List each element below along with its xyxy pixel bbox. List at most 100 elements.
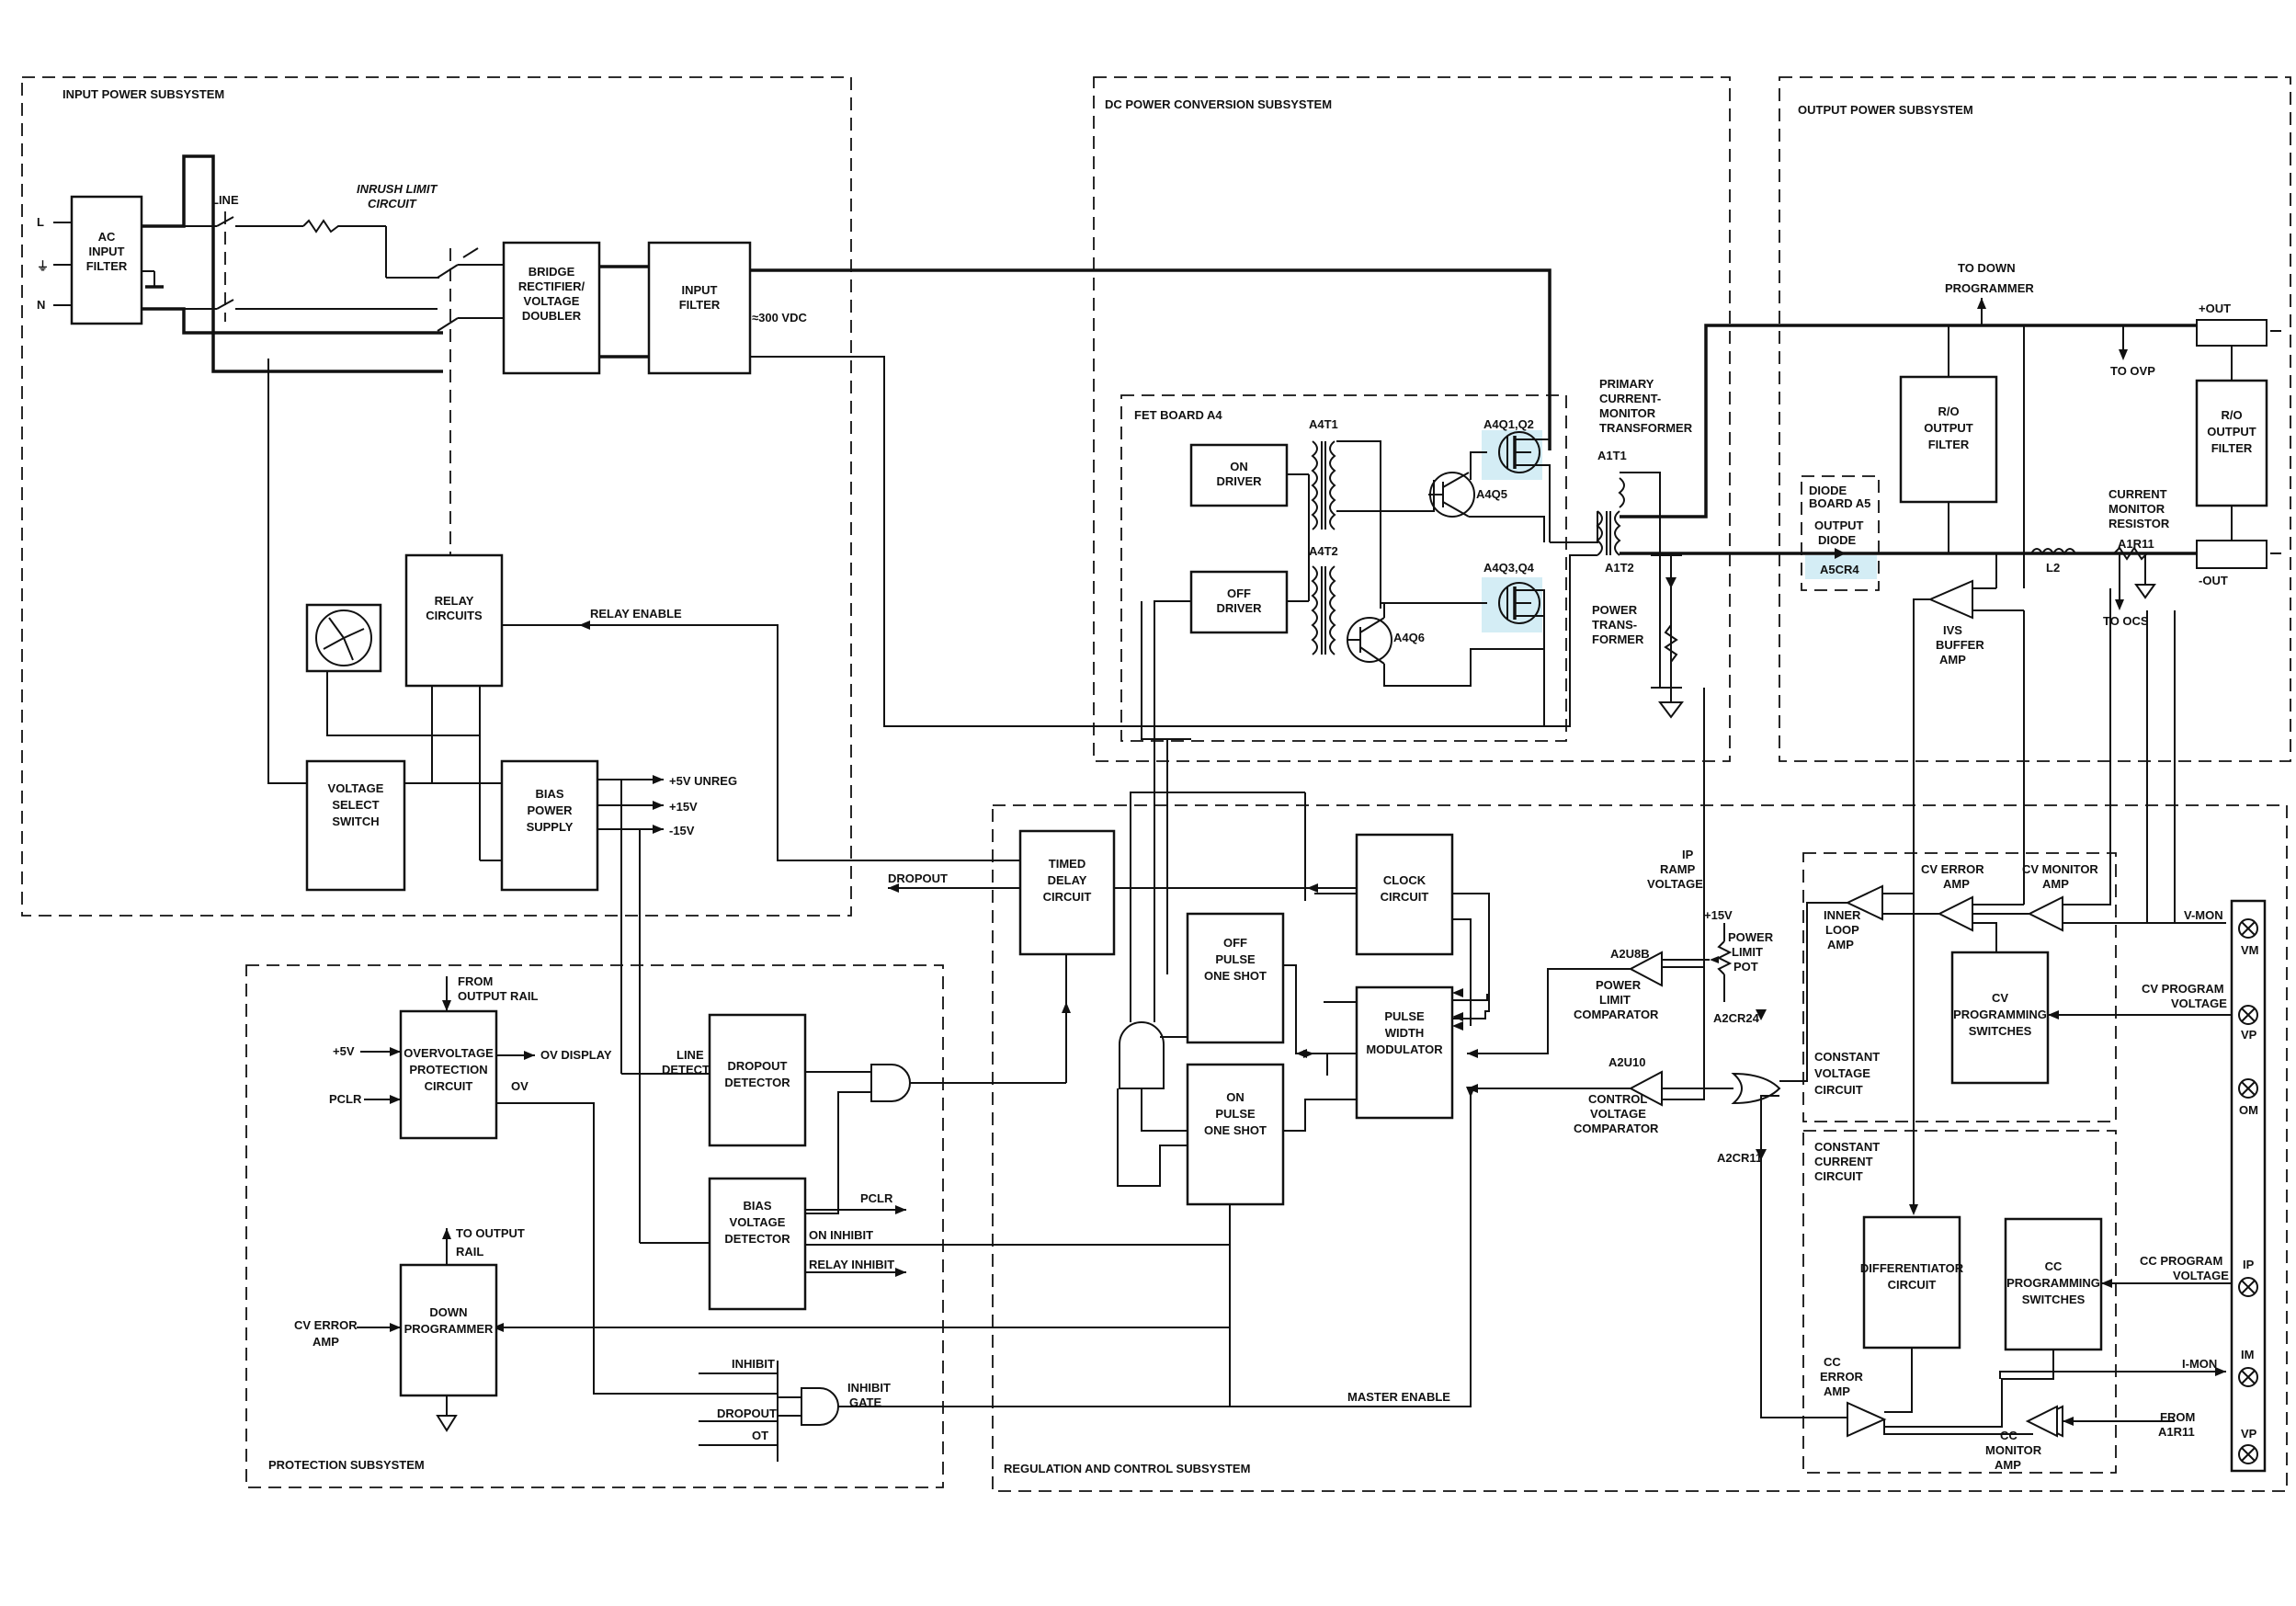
svg-text:PROGRAMMER: PROGRAMMER — [404, 1322, 494, 1336]
cc-program-label: CC PROGRAM — [2140, 1254, 2222, 1268]
cv-error-amp-label: CV ERROR — [294, 1318, 358, 1332]
svg-text:PROTECTION: PROTECTION — [409, 1063, 487, 1076]
output-power-title: OUTPUT POWER SUBSYSTEM — [1798, 103, 1973, 117]
terminal-vp2-label: VP — [2241, 1427, 2257, 1441]
svg-text:INPUT: INPUT — [682, 283, 718, 297]
constant-voltage-label: CONSTANT — [1814, 1050, 1880, 1064]
constant-voltage-boundary — [1802, 852, 2117, 1122]
cv-programming-switches: CV PROGRAMMING SWITCHES — [1950, 951, 2050, 1085]
cv-error-label-2: AMP — [1943, 877, 1970, 891]
power-limit-pot-label: POWER — [1728, 930, 1774, 944]
svg-text:CC: CC — [2045, 1259, 2063, 1273]
svg-text:ONE SHOT: ONE SHOT — [1204, 1123, 1267, 1137]
overvoltage-protection: OVERVOLTAGE PROTECTION CIRCUIT — [399, 1009, 498, 1140]
inner-loop-label-2: LOOP — [1825, 923, 1859, 937]
terminal-strip — [2230, 899, 2267, 1473]
ivs-label-2: BUFFER — [1936, 638, 1984, 652]
svg-text:CIRCUITS: CIRCUITS — [426, 609, 483, 622]
plus15-label: +15V — [1704, 908, 1733, 922]
l2-inductor — [2030, 548, 2076, 555]
terminal-vm-label: VM — [2241, 943, 2259, 957]
dc-conversion-boundary — [1093, 76, 1731, 762]
dropout-detector: DROPOUT DETECTOR — [708, 1013, 807, 1147]
inner-loop-label-3: AMP — [1827, 938, 1854, 951]
power-transformer-label-3: FORMER — [1592, 632, 1644, 646]
svg-text:FILTER: FILTER — [1928, 438, 1970, 451]
dc-conversion-title: DC POWER CONVERSION SUBSYSTEM — [1105, 97, 1332, 111]
pclr-label: PCLR — [329, 1092, 362, 1106]
cv-monitor-amp — [2027, 895, 2063, 932]
cv-error-label: CV ERROR — [1921, 862, 1984, 876]
svg-text:ON: ON — [1230, 460, 1248, 473]
regulation-boundary — [992, 804, 2288, 1492]
inhibit-label: INHIBIT — [732, 1357, 775, 1371]
svg-text:DELAY: DELAY — [1048, 873, 1087, 887]
pulse-width-modulator: PULSE WIDTH MODULATOR — [1355, 985, 1454, 1120]
power-transformer-label: POWER — [1592, 603, 1638, 617]
a2u8b-label: A2U8B — [1610, 947, 1650, 961]
inhibit-gate-label: INHIBIT — [847, 1381, 891, 1395]
primary-monitor-label-3: MONITOR — [1599, 406, 1656, 420]
svg-text:AC: AC — [98, 230, 116, 244]
svg-text:WIDTH: WIDTH — [1385, 1026, 1425, 1040]
primary-monitor-label: PRIMARY — [1599, 377, 1654, 391]
cc-error-label: CC — [1824, 1355, 1841, 1369]
svg-text:ONE SHOT: ONE SHOT — [1204, 969, 1267, 983]
and-gate-regulation — [1119, 1021, 1165, 1089]
fan-icon — [305, 603, 382, 673]
vmon-label: V-MON — [2184, 908, 2223, 922]
bias-voltage-detector: BIAS VOLTAGE DETECTOR — [708, 1177, 807, 1311]
transformer-a1t2 — [1596, 477, 1625, 556]
svg-text:CIRCUIT: CIRCUIT — [1888, 1278, 1937, 1292]
inhibit-gate — [777, 1361, 839, 1462]
from-a1r11-label: FROM — [2160, 1410, 2195, 1424]
cc-monitor-label: CC — [2000, 1429, 2018, 1442]
svg-text:OFF: OFF — [1223, 936, 1247, 950]
svg-text:MODULATOR: MODULATOR — [1366, 1042, 1443, 1056]
terminal-ip-label: IP — [2243, 1258, 2255, 1271]
and-gate-protection — [870, 1064, 911, 1102]
a1t1-label: A1T1 — [1597, 449, 1627, 462]
on-pulse-one-shot: ON PULSE ONE SHOT — [1186, 1063, 1285, 1206]
cv-program-label-2: VOLTAGE — [2171, 997, 2227, 1010]
dropout-in-label: DROPOUT — [717, 1407, 777, 1420]
input-power-title: INPUT POWER SUBSYSTEM — [63, 87, 224, 101]
ground-icon — [2134, 553, 2156, 599]
terminal-l-label: L — [37, 215, 44, 229]
svg-text:DOWN: DOWN — [429, 1305, 467, 1319]
rfi-output-filter-2: R/O OUTPUT FILTER — [2195, 379, 2268, 507]
svg-text:DETECTOR: DETECTOR — [724, 1232, 790, 1246]
svg-text:TIMED: TIMED — [1049, 857, 1085, 871]
a4q5-label: A4Q5 — [1476, 487, 1507, 501]
svg-text:PULSE: PULSE — [1384, 1009, 1425, 1023]
ov-display-label: OV DISPLAY — [540, 1048, 612, 1062]
svg-text:+OUT: +OUT — [2199, 302, 2231, 315]
svg-text:RECTIFIER/: RECTIFIER/ — [518, 279, 585, 293]
vdc-label: ≈300 VDC — [752, 311, 807, 325]
a2cr24-label: A2CR24 — [1713, 1011, 1760, 1025]
off-driver: OFF DRIVER — [1189, 570, 1289, 634]
svg-text:DOUBLER: DOUBLER — [522, 309, 582, 323]
ip-ramp-label-2: RAMP — [1660, 862, 1696, 876]
power-transformer-label-2: TRANS- — [1592, 618, 1637, 632]
terminal-om-label: OM — [2239, 1103, 2258, 1117]
current-monitor-label-3: RESISTOR — [2108, 517, 2170, 530]
svg-text:POWER: POWER — [527, 803, 573, 817]
plus-out-terminal: +OUT — [2196, 302, 2268, 347]
ivs-label-3: AMP — [1939, 653, 1966, 666]
from-output-label: FROM — [458, 974, 493, 988]
svg-text:FILTER: FILTER — [679, 298, 721, 312]
line-detect-label: LINE — [676, 1048, 704, 1062]
bridge-rectifier: BRIDGE RECTIFIER/ VOLTAGE DOUBLER — [502, 241, 601, 375]
power-limit-pot — [1662, 923, 1733, 1002]
a4t2-label: A4T2 — [1309, 544, 1338, 558]
svg-text:CLOCK: CLOCK — [1383, 873, 1426, 887]
cv-monitor-label: CV MONITOR — [2022, 862, 2098, 876]
cv-error-amp — [1937, 895, 1973, 932]
ivs-buffer-amp — [1927, 579, 1973, 620]
off-pulse-one-shot: OFF PULSE ONE SHOT — [1186, 912, 1285, 1044]
a1t2-label: A1T2 — [1605, 561, 1634, 575]
cc-programming-switches: CC PROGRAMMING SWITCHES — [2004, 1217, 2103, 1351]
relay-inhibit-label: RELAY INHIBIT — [809, 1258, 894, 1271]
fet-q34-label: A4Q3,Q4 — [1483, 561, 1535, 575]
